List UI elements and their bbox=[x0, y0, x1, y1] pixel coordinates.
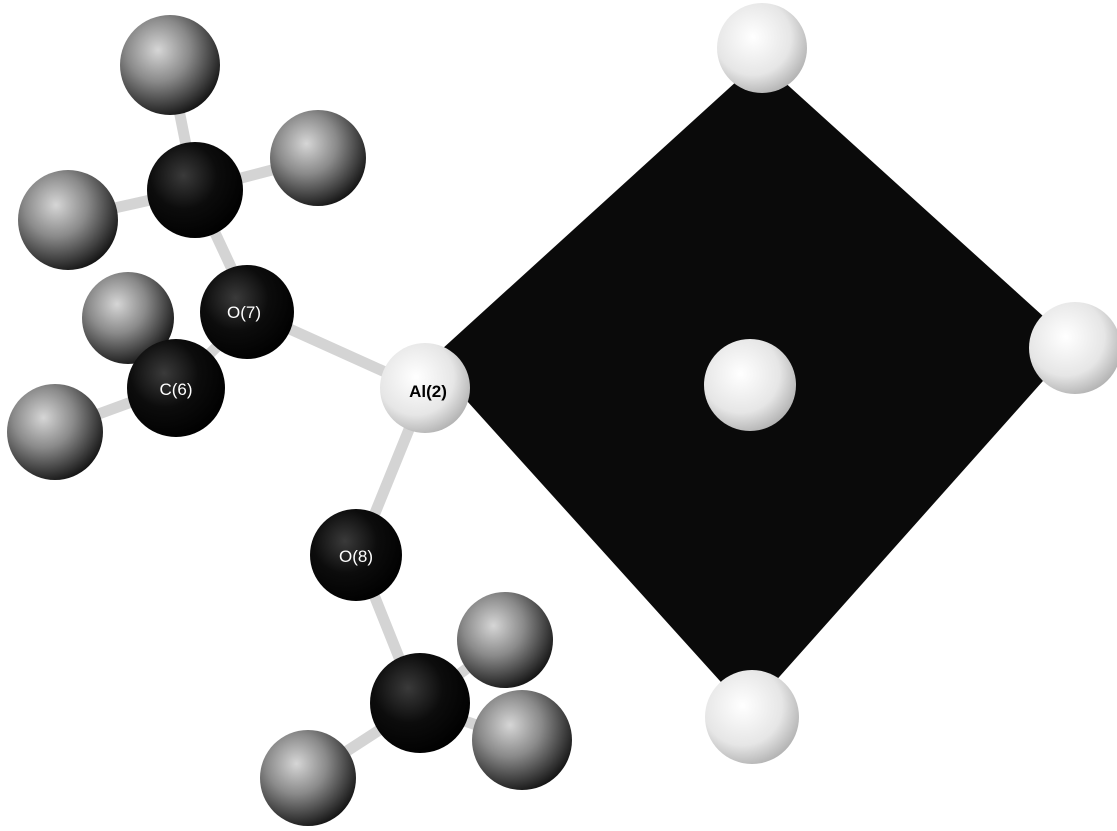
atom-octahedron-center bbox=[704, 339, 796, 431]
atom-octahedron-right bbox=[1029, 302, 1117, 394]
atom-al2 bbox=[380, 343, 470, 433]
atom-h-c6-2 bbox=[7, 384, 103, 480]
atom-o7 bbox=[200, 265, 294, 359]
label-o8: O(8) bbox=[339, 547, 373, 566]
atom-h-c6-1 bbox=[82, 272, 174, 364]
atom-octahedron-top bbox=[717, 3, 807, 93]
label-al2: Al(2) bbox=[409, 382, 447, 401]
atom-h-top-3 bbox=[18, 170, 118, 270]
atom-octahedron-bottom bbox=[705, 670, 799, 764]
atom-o8 bbox=[310, 509, 402, 601]
label-c6: C(6) bbox=[159, 380, 192, 399]
atom-h-bottom-1 bbox=[457, 592, 553, 688]
atom-c6 bbox=[127, 339, 225, 437]
light-atoms bbox=[380, 3, 1117, 764]
atom-h-top-2 bbox=[270, 110, 366, 206]
atom-h-bottom-3 bbox=[260, 730, 356, 826]
atom-c-bottom bbox=[370, 653, 470, 753]
dark-atoms bbox=[127, 142, 470, 753]
grey-atoms bbox=[7, 15, 572, 826]
label-o7: O(7) bbox=[227, 303, 261, 322]
atom-h-bottom-2 bbox=[472, 690, 572, 790]
atom-c-top bbox=[147, 142, 243, 238]
atom-h-top-1 bbox=[120, 15, 220, 115]
